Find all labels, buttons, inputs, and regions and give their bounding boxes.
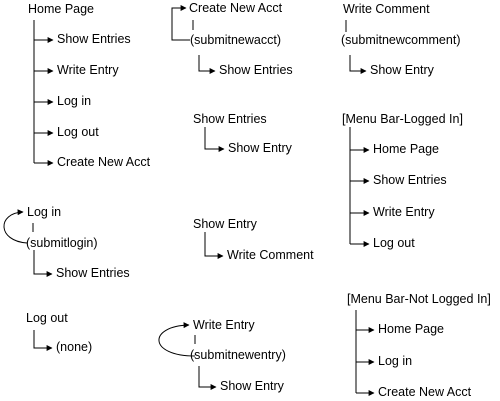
- write-comment-result: Show Entry: [370, 63, 434, 77]
- show-entry-result: Write Comment: [227, 248, 314, 262]
- login-title: Log in: [27, 205, 62, 219]
- create-acct-action: (submitnewacct): [190, 33, 281, 47]
- show-entries-result: Show Entry: [228, 141, 292, 155]
- show-entries-title: Show Entries: [193, 112, 267, 126]
- arrow-login-result: [33, 250, 53, 277]
- home-item-create-acct: Create New Acct: [57, 155, 151, 169]
- arrow-logout-result: [33, 330, 53, 351]
- create-acct-loop: [171, 5, 190, 41]
- write-entry-loop: [158, 322, 196, 357]
- menu-out-item-log-in: Log in: [378, 354, 413, 368]
- menu-out-item-create-acct: Create New Acct: [378, 385, 472, 399]
- menu-in-item-show-entries: Show Entries: [373, 173, 447, 187]
- write-entry-title: Write Entry: [193, 318, 255, 332]
- write-entry-result: Show Entry: [220, 379, 284, 393]
- create-acct-result: Show Entries: [219, 63, 293, 77]
- home-item-show-entries: Show Entries: [57, 32, 131, 46]
- logout-result: (none): [56, 340, 93, 354]
- home-item-log-out: Log out: [57, 125, 99, 139]
- home-item-write-entry: Write Entry: [57, 63, 119, 77]
- arrow-show-entries-result: [204, 127, 225, 152]
- write-comment-action: (submitnewcomment): [341, 33, 461, 47]
- menu-in-item-log-out: Log out: [373, 236, 415, 250]
- menu-not-logged-in-title: [Menu Bar-Not Logged In]: [347, 292, 491, 306]
- menu-logged-in-title: [Menu Bar-Logged In]: [342, 112, 463, 126]
- login-loop: [3, 209, 28, 244]
- menu-out-item-home: Home Page: [378, 322, 445, 336]
- create-acct-title: Create New Acct: [189, 1, 283, 15]
- logout-title: Log out: [26, 311, 68, 325]
- arrow-show-entry-result: [204, 232, 224, 259]
- arrow-write-comment-result: [349, 55, 367, 74]
- arrow-write-entry-result: [198, 366, 217, 390]
- login-action: (submitlogin): [26, 236, 98, 250]
- arrow-create-acct-result: [198, 55, 216, 74]
- write-entry-action: (submitnewentry): [190, 348, 286, 362]
- write-comment-title: Write Comment: [343, 2, 430, 16]
- menu-in-item-home: Home Page: [373, 142, 440, 156]
- home-page-title: Home Page: [28, 2, 95, 16]
- show-entry-title: Show Entry: [193, 217, 257, 231]
- menu-in-item-write-entry: Write Entry: [373, 205, 435, 219]
- login-result: Show Entries: [56, 266, 130, 280]
- home-item-log-in: Log in: [57, 94, 92, 108]
